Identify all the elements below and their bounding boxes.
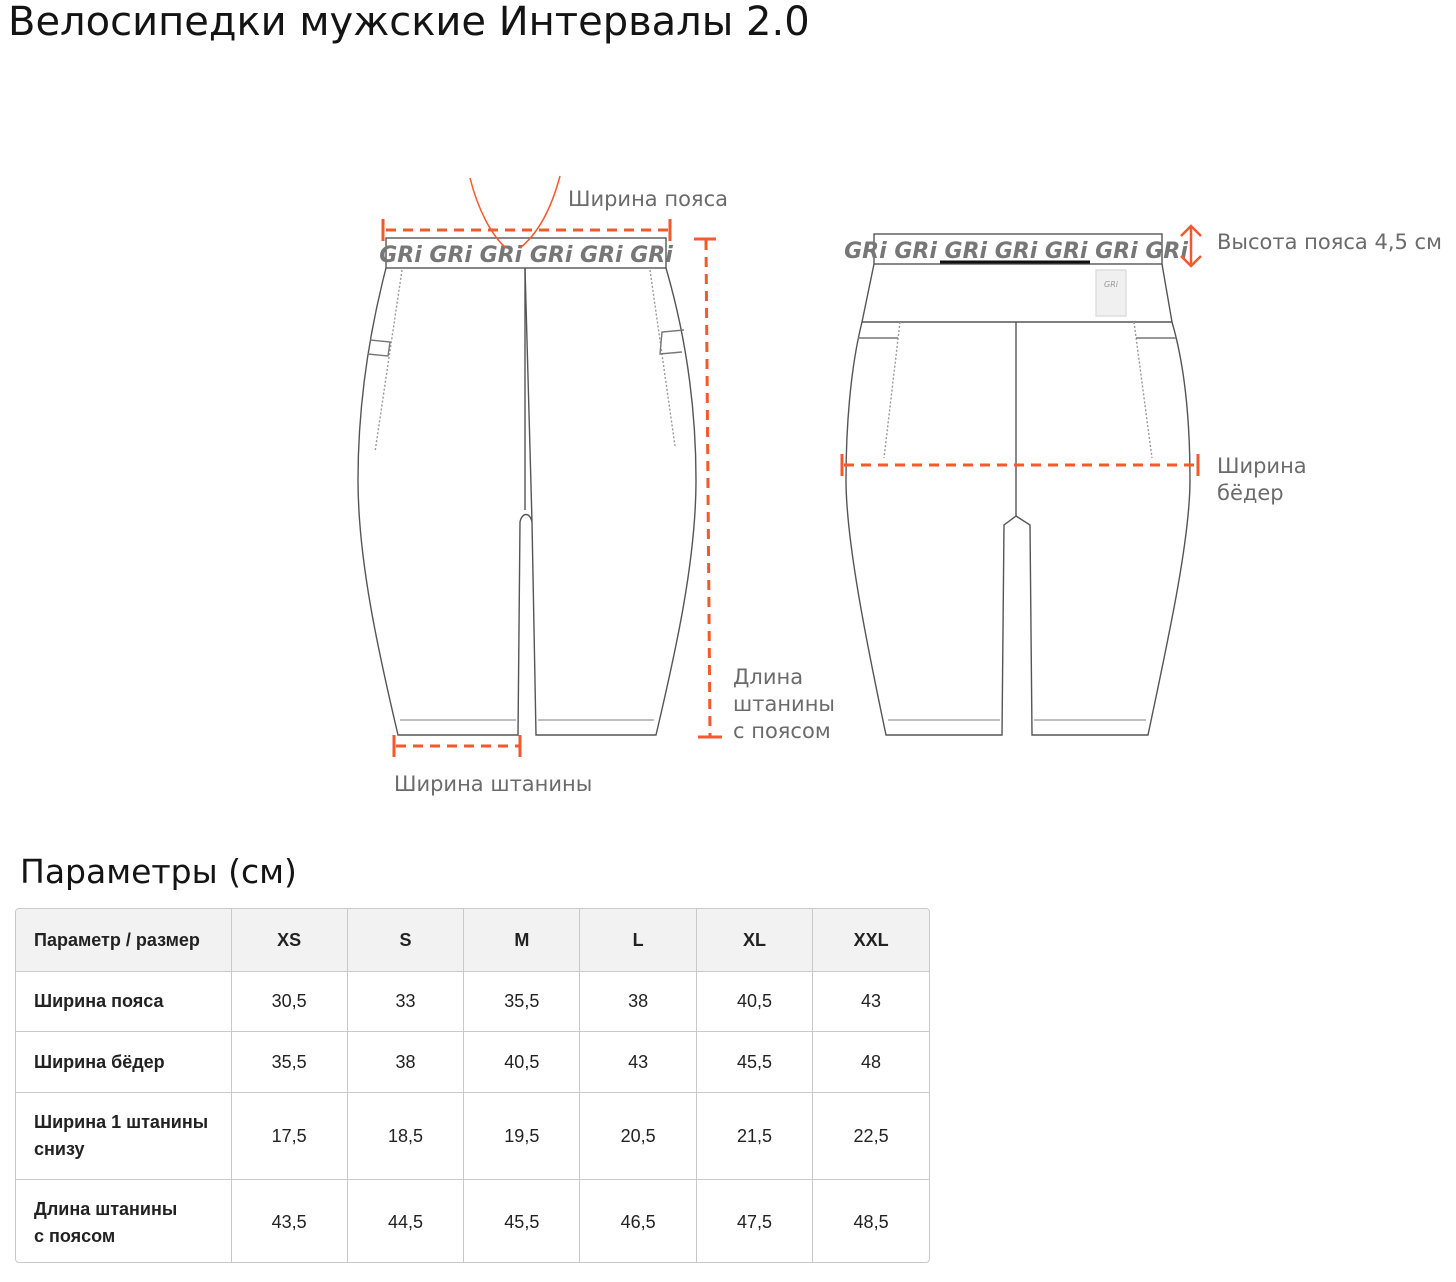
row-label-line: Длина штанины xyxy=(34,1198,178,1219)
size-diagram: GRi GRi GRi GRi GRi GRi xyxy=(357,175,1442,796)
header-size: S xyxy=(347,909,465,972)
table-row: Ширина бёдер 35,5 38 40,5 43 45,5 48 xyxy=(16,1031,929,1093)
page-title: Велосипедки мужские Интервалы 2.0 xyxy=(8,0,810,45)
waist-height-arrow-icon xyxy=(1180,224,1202,268)
table-cell: 43 xyxy=(812,971,929,1032)
size-table: Параметр / размер XS S M L XL XXL Ширина… xyxy=(15,908,930,1263)
table-cell: 40,5 xyxy=(463,1031,581,1093)
hip-width-label: Ширина бёдер xyxy=(1217,453,1307,507)
row-label: Ширина бёдер xyxy=(16,1031,232,1093)
table-row: Длина штанины с поясом 43,5 44,5 45,5 46… xyxy=(16,1179,929,1262)
table-cell: 17,5 xyxy=(231,1092,348,1180)
header-size: XS xyxy=(231,909,348,972)
shorts-illustration: GRi GRi GRi GRi GRi GRi xyxy=(357,175,1202,757)
length-label: Длина штанины с поясом xyxy=(733,664,835,745)
header-param: Параметр / размер xyxy=(16,909,232,972)
table-header-row: Параметр / размер XS S M L XL XXL xyxy=(16,909,929,972)
table-cell: 45,5 xyxy=(696,1031,814,1093)
hip-width-measure xyxy=(840,454,1200,476)
table-cell: 38 xyxy=(347,1031,465,1093)
header-size: XL xyxy=(696,909,814,972)
table-cell: 22,5 xyxy=(812,1092,929,1180)
leg-width-measure xyxy=(392,735,522,757)
table-cell: 33 xyxy=(347,971,465,1032)
table-cell: 43 xyxy=(579,1031,697,1093)
hip-width-label-line: Ширина xyxy=(1217,454,1307,478)
waist-width-measure xyxy=(381,219,672,241)
header-size: M xyxy=(463,909,581,972)
table-cell: 18,5 xyxy=(347,1092,465,1180)
front-left-leg xyxy=(357,267,533,736)
row-label: Ширина пояса xyxy=(16,971,232,1032)
table-cell: 20,5 xyxy=(579,1092,697,1180)
back-waistband-logo: GRi GRi GRi GRi GRi GRi GRi xyxy=(844,239,1188,264)
waist-width-label: Ширина пояса xyxy=(568,187,728,211)
table-cell: 38 xyxy=(579,971,697,1032)
table-cell: 43,5 xyxy=(231,1179,348,1262)
length-label-line: с поясом xyxy=(733,719,831,743)
table-cell: 40,5 xyxy=(696,971,814,1032)
back-tag-logo: GRi xyxy=(1104,280,1119,289)
front-view-shorts xyxy=(357,237,697,736)
table-cell: 45,5 xyxy=(463,1179,581,1262)
back-left-leg xyxy=(845,321,1017,736)
length-label-line: Длина xyxy=(733,665,804,689)
back-waistband xyxy=(873,233,1163,265)
table-cell: 47,5 xyxy=(696,1179,814,1262)
table-cell: 44,5 xyxy=(347,1179,465,1262)
waist-height-label: Высота пояса 4,5 см xyxy=(1217,230,1442,254)
row-label-line: Ширина пояса xyxy=(34,991,164,1011)
back-right-leg xyxy=(1015,321,1191,736)
table-row: Ширина 1 штанины снизу 17,5 18,5 19,5 20… xyxy=(16,1092,929,1180)
row-label-line: с поясом xyxy=(34,1225,116,1246)
table-cell: 35,5 xyxy=(463,971,581,1032)
table-cell: 48,5 xyxy=(853,1212,889,1233)
parameters-title: Параметры (см) xyxy=(20,852,297,891)
table-cell: 35,5 xyxy=(231,1031,348,1093)
length-measure xyxy=(694,237,722,739)
table-cell: 48 xyxy=(812,1031,929,1093)
row-label-line: Ширина 1 штанины xyxy=(34,1112,209,1132)
back-view-shorts xyxy=(845,233,1191,736)
table-row: Ширина пояса 30,5 33 35,5 38 40,5 43 xyxy=(16,971,929,1032)
row-label-line: снизу xyxy=(34,1139,85,1159)
table-cell: 30,5 xyxy=(231,971,348,1032)
leg-width-label: Ширина штанины xyxy=(394,772,593,796)
header-size: L xyxy=(579,909,697,972)
header-size: XXL xyxy=(812,909,929,972)
row-label: Ширина 1 штанины снизу xyxy=(16,1092,232,1180)
row-label-line: Ширина бёдер xyxy=(34,1051,165,1072)
table-cell: 46,5 xyxy=(579,1179,697,1262)
table-cell: 19,5 xyxy=(463,1092,581,1180)
back-tag xyxy=(1095,269,1127,317)
back-yoke xyxy=(861,263,1173,323)
row-label: Длина штанины с поясом xyxy=(16,1179,232,1262)
front-waistband-logo: GRi GRi GRi GRi GRi GRi xyxy=(379,243,673,268)
table-cell: 21,5 xyxy=(696,1092,814,1180)
hip-width-label-line: бёдер xyxy=(1217,481,1284,505)
front-right-leg xyxy=(531,267,697,736)
length-label-line: штанины xyxy=(733,692,836,716)
